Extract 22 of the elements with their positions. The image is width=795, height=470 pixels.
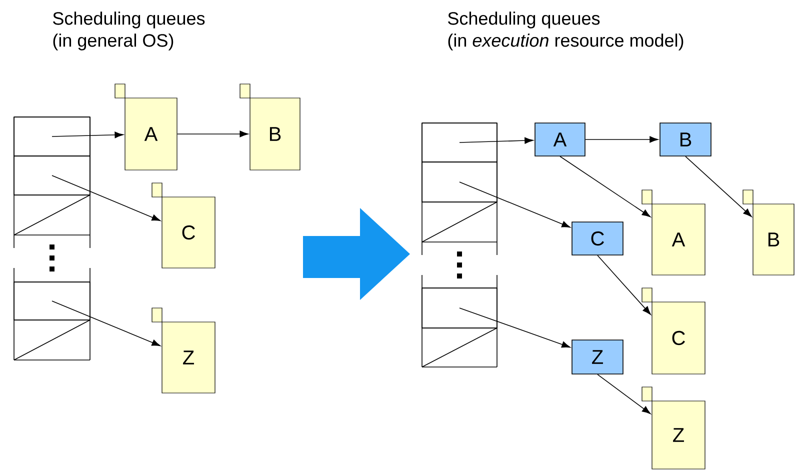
block-box: A (534, 122, 586, 156)
document-box: C (642, 288, 706, 374)
document-box: B (240, 84, 300, 170)
queue-slot (14, 116, 90, 156)
document-box: Z (642, 386, 706, 470)
document-box: C (152, 182, 216, 268)
heading: Scheduling queues (53, 12, 205, 28)
block-box: B (660, 122, 712, 156)
document-box: B (742, 190, 794, 276)
block-box: Z (572, 340, 624, 374)
document-box: A (114, 84, 178, 170)
queue-slot (14, 282, 90, 320)
heading: (in general OS) (53, 34, 174, 50)
document-box: Z (152, 308, 216, 394)
block-box: C (572, 222, 624, 256)
queue-slot (422, 288, 498, 328)
queue-slot (422, 162, 498, 202)
heading: (in execution resource model) (448, 34, 684, 50)
queue-slot (14, 156, 90, 196)
heading: Scheduling queues (448, 12, 600, 28)
queue-slot (422, 122, 498, 162)
document-box: A (642, 190, 706, 276)
